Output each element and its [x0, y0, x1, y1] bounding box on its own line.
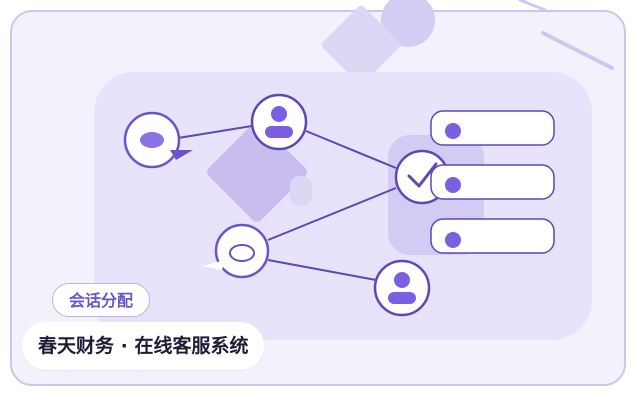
queue-item	[430, 164, 555, 200]
decor-diamond-top	[321, 5, 401, 85]
node-ring	[214, 223, 270, 279]
decor-circle	[381, 0, 435, 47]
chat-bubble-outline-icon	[229, 244, 255, 262]
agent-node-top	[250, 93, 308, 151]
chat-outline-node	[202, 223, 270, 279]
queue-item	[430, 110, 555, 146]
chat-bubble-node	[123, 111, 193, 169]
feature-tag: 会话分配	[52, 283, 151, 317]
decor-shapes	[321, 0, 614, 85]
decor-blob	[290, 176, 312, 206]
bubble-tail	[170, 150, 193, 160]
bubble-tail	[202, 260, 225, 270]
user-icon	[388, 272, 416, 304]
queue-dot-icon	[445, 177, 461, 193]
connector-line	[305, 130, 397, 169]
page-title: 春天财务 · 在线客服系统	[22, 322, 265, 370]
agent-node-bottom	[373, 259, 431, 317]
user-icon	[265, 106, 293, 138]
connector-line	[267, 187, 397, 241]
connector-lines	[177, 125, 397, 281]
queue-item	[430, 218, 555, 254]
queue-dot-icon	[445, 123, 461, 139]
check-icon	[407, 162, 438, 188]
chat-bubble-icon	[140, 132, 164, 148]
decor-line-2	[518, 0, 547, 12]
connector-line	[267, 259, 377, 281]
queue-list	[430, 110, 555, 254]
connector-line	[177, 125, 253, 139]
decor-line	[541, 31, 614, 70]
queue-dot-icon	[445, 232, 461, 248]
